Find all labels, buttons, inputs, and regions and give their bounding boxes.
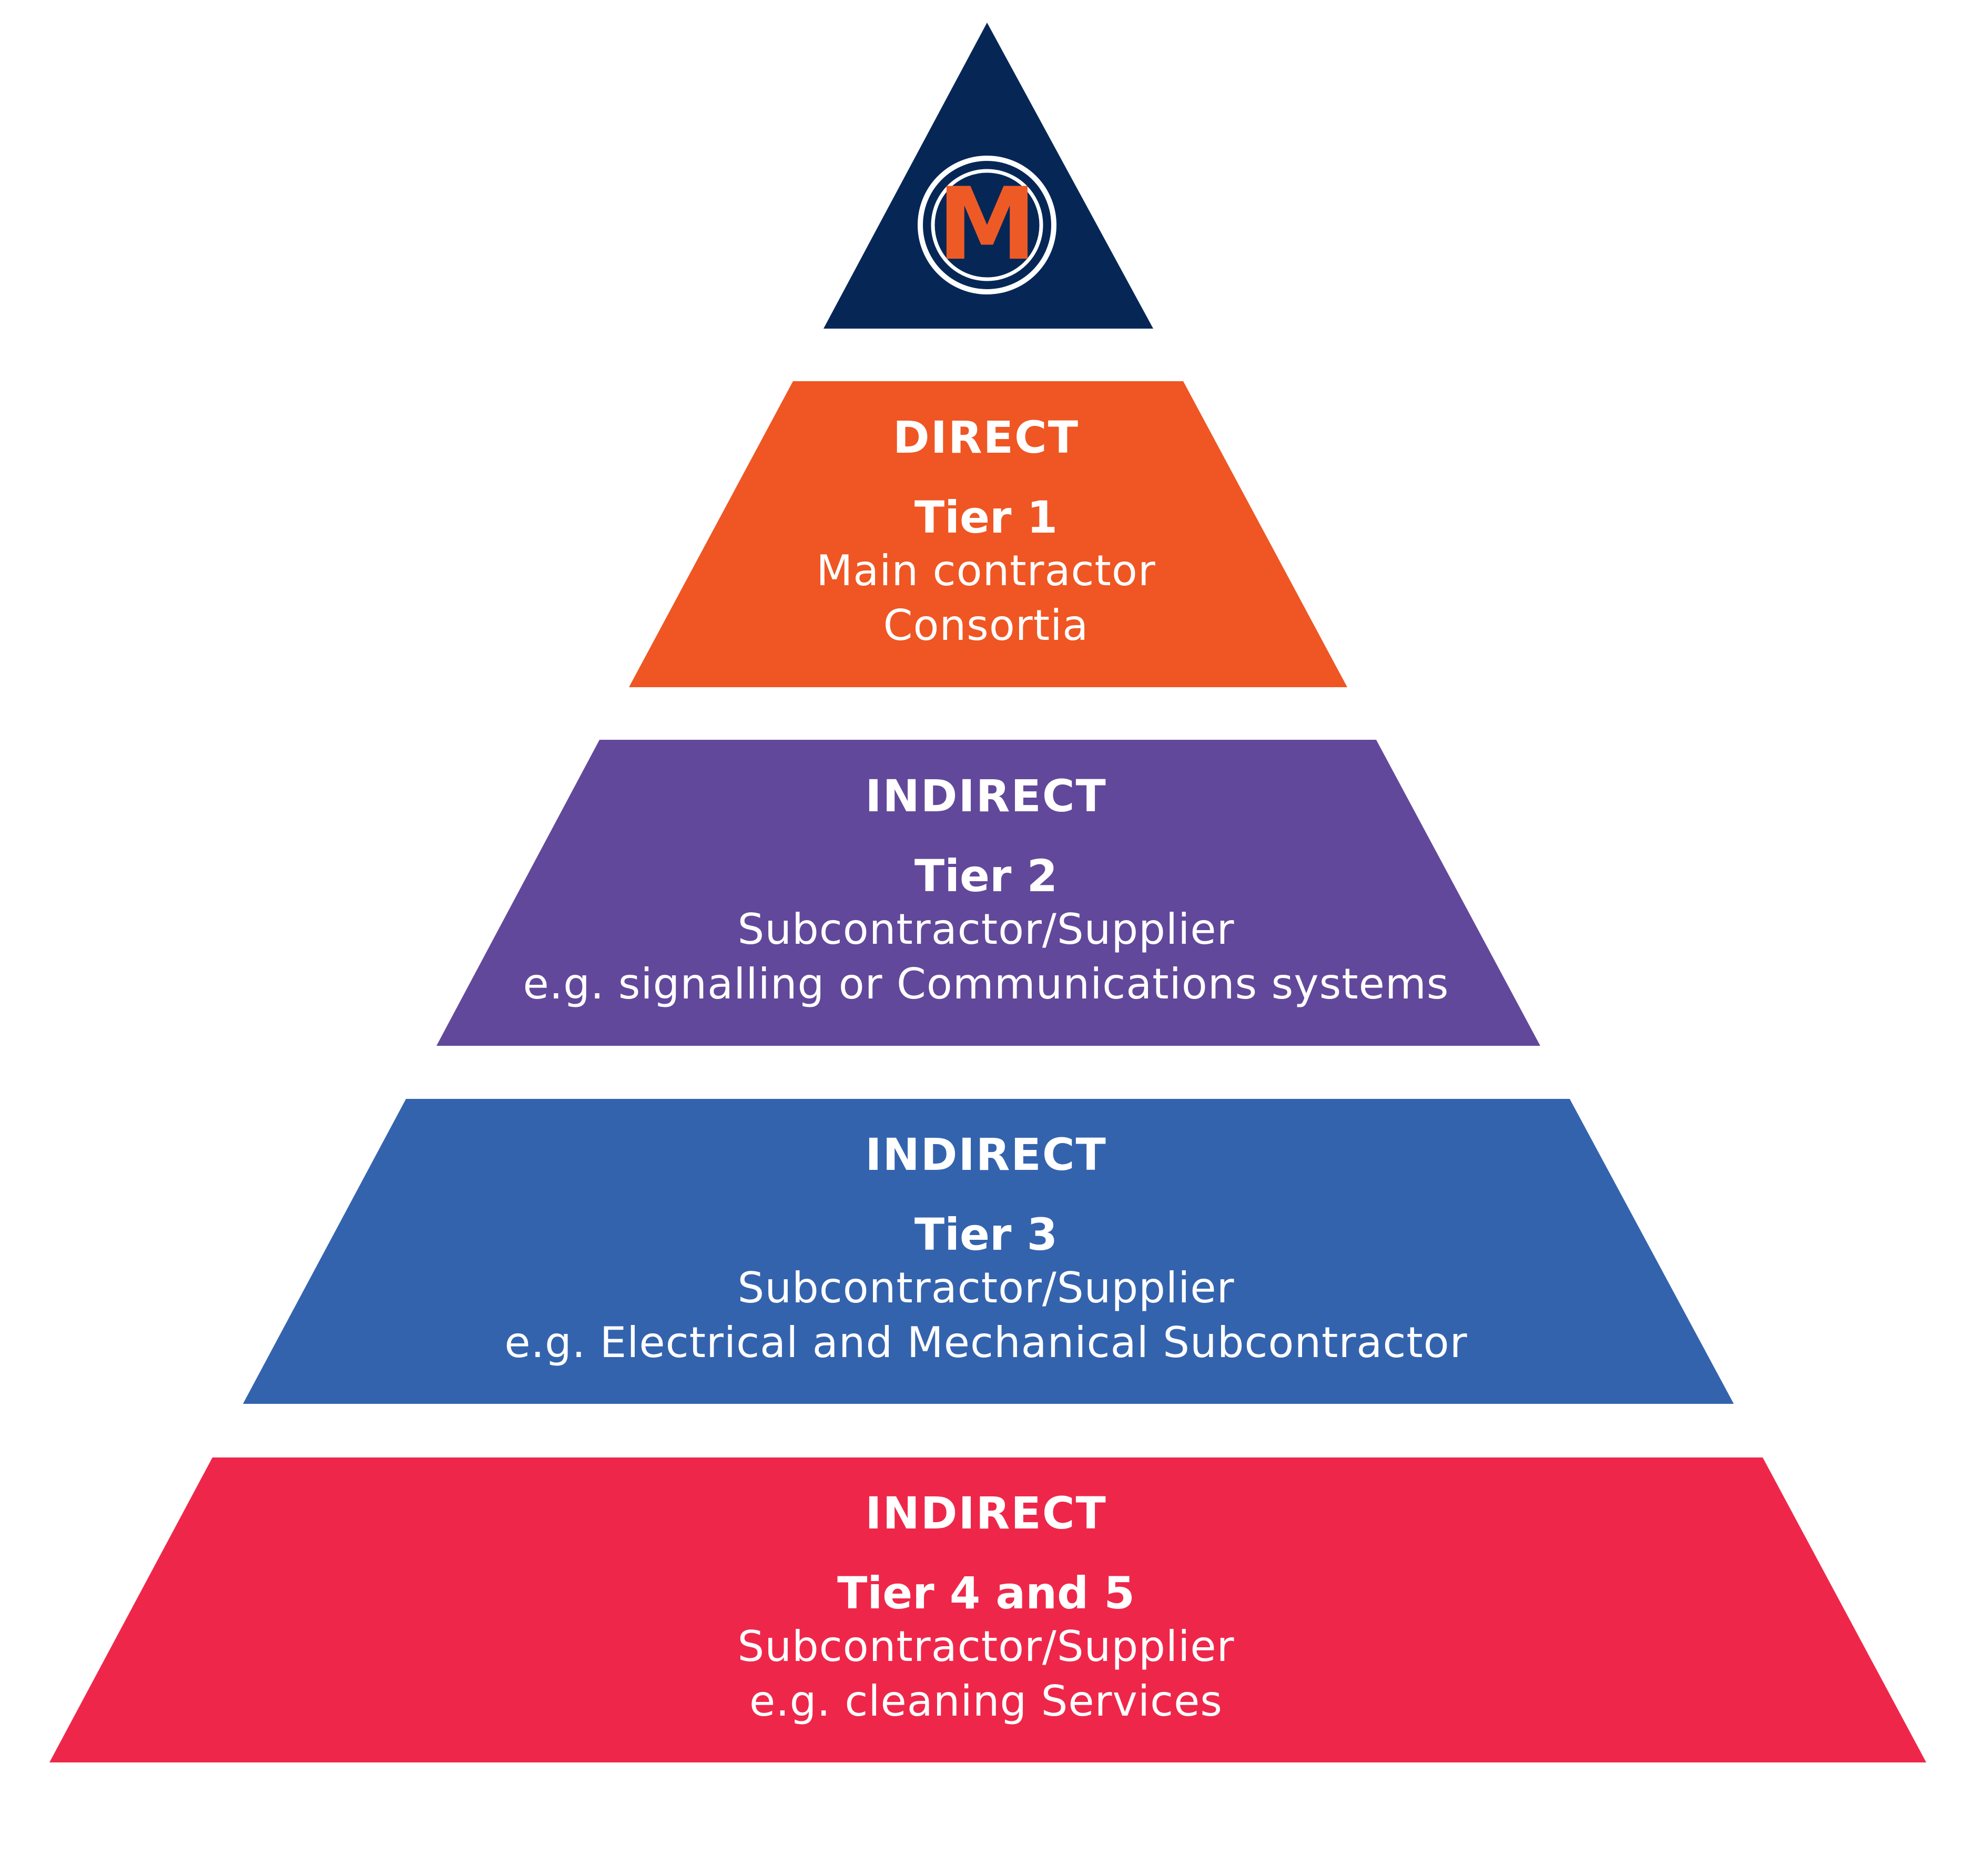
tier-3-text: INDIRECT Tier 3 Subcontractor/Supplier e…	[0, 1128, 1972, 1370]
tier-3-title: Tier 3	[914, 1209, 1058, 1260]
tier-1-example: Consortia	[883, 601, 1089, 650]
tier-3-role: Subcontractor/Supplier	[737, 1263, 1235, 1312]
tier-1-category: DIRECT	[893, 412, 1079, 463]
tier-4-5-title: Tier 4 and 5	[837, 1567, 1135, 1619]
tier-4-5-role: Subcontractor/Supplier	[737, 1622, 1235, 1671]
tier-2-role: Subcontractor/Supplier	[737, 905, 1235, 954]
tier-3-band	[243, 1099, 1734, 1404]
tier-1-band	[629, 381, 1347, 687]
tier-1-title: Tier 1	[914, 492, 1058, 543]
tier-2-band	[436, 740, 1540, 1046]
tier-1-role: Main contractor	[816, 546, 1156, 595]
tier-4-5-band	[49, 1457, 1926, 1762]
tier-3-category: INDIRECT	[865, 1129, 1107, 1180]
tier-2-example: e.g. signalling or Communications system…	[523, 960, 1449, 1008]
logo-letter: M	[937, 166, 1036, 282]
logo-icon: M	[918, 156, 1056, 294]
tier-3-example: e.g. Electrical and Mechanical Subcontra…	[504, 1318, 1468, 1367]
tier-4-5-category: INDIRECT	[865, 1487, 1107, 1539]
tier-2-text: INDIRECT Tier 2 Subcontractor/Supplier e…	[0, 770, 1972, 1012]
tier-2-title: Tier 2	[914, 850, 1058, 902]
tier-1-text: DIRECT Tier 1 Main contractor Consortia	[0, 411, 1972, 653]
apex-triangle	[824, 23, 1153, 329]
tier-4-5-example: e.g. cleaning Services	[749, 1677, 1223, 1726]
tier-4-5-text: INDIRECT Tier 4 and 5 Subcontractor/Supp…	[0, 1487, 1972, 1729]
tier-2-category: INDIRECT	[865, 770, 1107, 822]
